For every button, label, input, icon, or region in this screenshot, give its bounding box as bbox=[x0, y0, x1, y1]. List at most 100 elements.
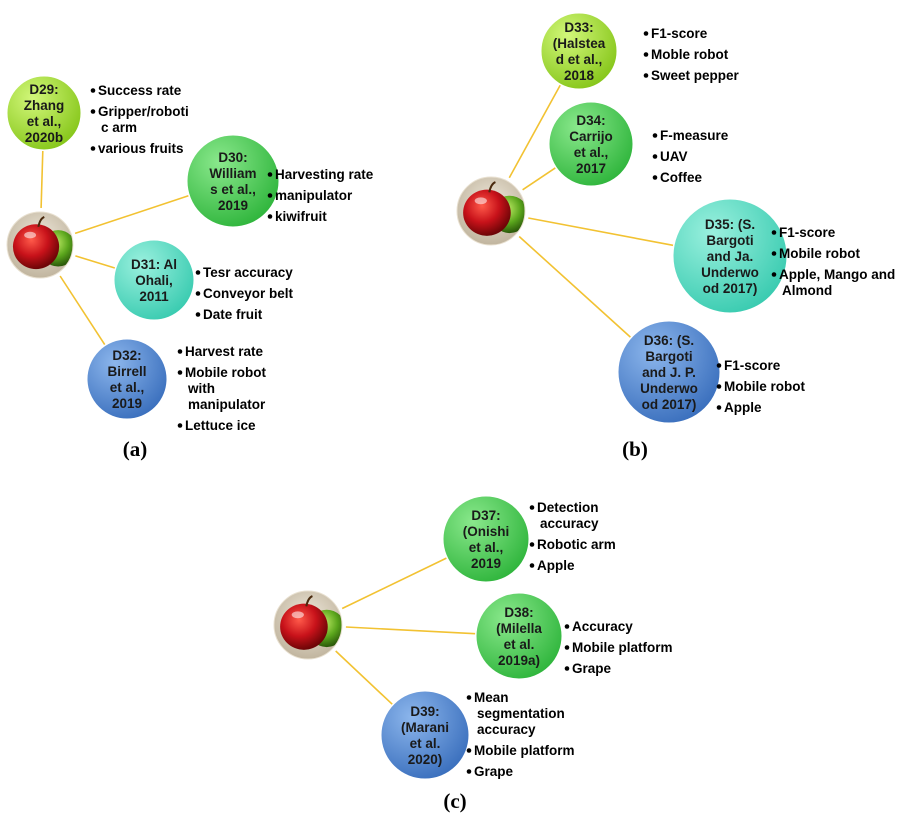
node-label-d35: Underwo bbox=[701, 265, 759, 280]
bullet-dot bbox=[195, 291, 201, 296]
bullet-dot bbox=[529, 542, 535, 547]
bullet-dot bbox=[564, 666, 570, 671]
bullet-item-d29: various fruits bbox=[98, 141, 184, 156]
bullet-dot bbox=[90, 109, 96, 114]
node-label-d37: 2019 bbox=[471, 556, 501, 571]
node-label-d38: 2019a) bbox=[498, 653, 540, 668]
node-label-d32: D32: bbox=[112, 348, 141, 363]
bullet-dot bbox=[90, 88, 96, 93]
bullet-dot bbox=[177, 423, 183, 428]
node-label-d29: D29: bbox=[29, 82, 58, 97]
node-d34 bbox=[548, 101, 634, 187]
bullet-item-d39: segmentation bbox=[477, 706, 565, 721]
bullet-item-d34: Coffee bbox=[660, 170, 702, 185]
bullet-item-d33: F1-score bbox=[651, 26, 708, 41]
bullet-dot bbox=[177, 349, 183, 354]
bullet-item-d39: Mean bbox=[474, 690, 509, 705]
bullet-dot bbox=[716, 363, 722, 368]
bullet-dot bbox=[716, 384, 722, 389]
bullet-item-d30: Harvesting rate bbox=[275, 167, 374, 182]
node-label-d38: et al. bbox=[504, 637, 535, 652]
node-label-d35: and Ja. bbox=[707, 249, 754, 264]
bullet-dot bbox=[652, 133, 658, 138]
bullet-dot bbox=[771, 251, 777, 256]
bullet-item-d29: c arm bbox=[101, 120, 137, 135]
node-d37 bbox=[442, 495, 530, 583]
node-label-d39: (Marani bbox=[401, 720, 449, 735]
node-label-d39: 2020) bbox=[408, 752, 443, 767]
node-d31 bbox=[113, 239, 195, 321]
bullet-item-d38: Mobile platform bbox=[572, 640, 673, 655]
connector-line-d31 bbox=[75, 255, 116, 269]
node-label-d36: od 2017) bbox=[642, 397, 697, 412]
node-label-d35: Bargoti bbox=[706, 233, 753, 248]
connector-line-d36 bbox=[518, 235, 631, 338]
bullet-item-d37: Apple bbox=[537, 558, 575, 573]
node-d35 bbox=[672, 198, 788, 314]
bullet-item-d36: Apple bbox=[724, 400, 762, 415]
bullet-item-d36: Mobile robot bbox=[724, 379, 805, 394]
bullet-dot bbox=[267, 193, 273, 198]
bullet-dot bbox=[267, 172, 273, 177]
connector-line-d39 bbox=[335, 650, 393, 705]
bullet-item-d39: Mobile platform bbox=[474, 743, 575, 758]
node-label-d33: 2018 bbox=[564, 68, 595, 83]
bullet-item-d34: F-measure bbox=[660, 128, 729, 143]
node-label-d36: Bargoti bbox=[645, 349, 692, 364]
bullet-item-d32: Mobile robot bbox=[185, 365, 266, 380]
bullet-item-d35: Mobile robot bbox=[779, 246, 860, 261]
bullet-item-d33: Moble robot bbox=[651, 47, 729, 62]
bullet-dot bbox=[771, 272, 777, 277]
bullet-dot bbox=[466, 695, 472, 700]
bullet-item-d31: Date fruit bbox=[203, 307, 263, 322]
bullet-item-d37: accuracy bbox=[540, 516, 599, 531]
bullet-dot bbox=[643, 52, 649, 57]
bullet-item-d31: Conveyor belt bbox=[203, 286, 294, 301]
bullet-dot bbox=[529, 505, 535, 510]
bullet-dot bbox=[195, 270, 201, 275]
bullet-dot bbox=[267, 214, 273, 219]
apples-photo-icon bbox=[273, 590, 343, 660]
bullet-dot bbox=[195, 312, 201, 317]
node-label-d36: and J. P. bbox=[642, 365, 696, 380]
connector-line-d32 bbox=[59, 275, 106, 346]
bullet-item-d38: Grape bbox=[572, 661, 612, 676]
node-label-d31: Ohali, bbox=[135, 273, 173, 288]
bullet-item-d37: Detection bbox=[537, 500, 599, 515]
connector-line-d37 bbox=[341, 557, 447, 610]
node-label-d32: Birrell bbox=[107, 364, 146, 379]
bullet-dot bbox=[466, 748, 472, 753]
node-label-d34: et al., bbox=[574, 145, 609, 160]
bullet-dot bbox=[177, 370, 183, 375]
node-d29 bbox=[6, 75, 82, 151]
node-label-d35: od 2017) bbox=[703, 281, 758, 296]
bullet-item-d38: Accuracy bbox=[572, 619, 633, 634]
node-d33 bbox=[540, 12, 618, 90]
connector-line-d34 bbox=[522, 167, 556, 191]
apples-photo-icon bbox=[456, 176, 526, 246]
node-label-d31: D31: Al bbox=[131, 257, 177, 272]
bullet-item-d39: Grape bbox=[474, 764, 514, 779]
bullet-dot bbox=[643, 31, 649, 36]
node-label-d34: Carrijo bbox=[569, 129, 613, 144]
node-label-d30: William bbox=[209, 166, 256, 181]
panel-label-b: (b) bbox=[622, 437, 648, 461]
node-label-d35: D35: (S. bbox=[705, 217, 755, 232]
node-label-d34: D34: bbox=[576, 113, 605, 128]
panel-label-c: (c) bbox=[443, 789, 466, 813]
connector-line-d29 bbox=[40, 150, 44, 209]
bullet-item-d36: F1-score bbox=[724, 358, 781, 373]
node-label-d38: D38: bbox=[504, 605, 533, 620]
node-d36 bbox=[617, 320, 721, 424]
bullet-item-d33: Sweet pepper bbox=[651, 68, 740, 83]
bullet-item-d39: accuracy bbox=[477, 722, 536, 737]
bullet-item-d30: kiwifruit bbox=[275, 209, 327, 224]
bullet-dot bbox=[716, 405, 722, 410]
connector-line-d35 bbox=[528, 217, 674, 247]
bullet-item-d35: Apple, Mango and bbox=[779, 267, 895, 282]
bullet-item-d29: Success rate bbox=[98, 83, 182, 98]
bullet-item-d34: UAV bbox=[660, 149, 688, 164]
node-label-d37: D37: bbox=[471, 508, 500, 523]
node-label-d33: D33: bbox=[564, 20, 593, 35]
node-label-d34: 2017 bbox=[576, 161, 606, 176]
